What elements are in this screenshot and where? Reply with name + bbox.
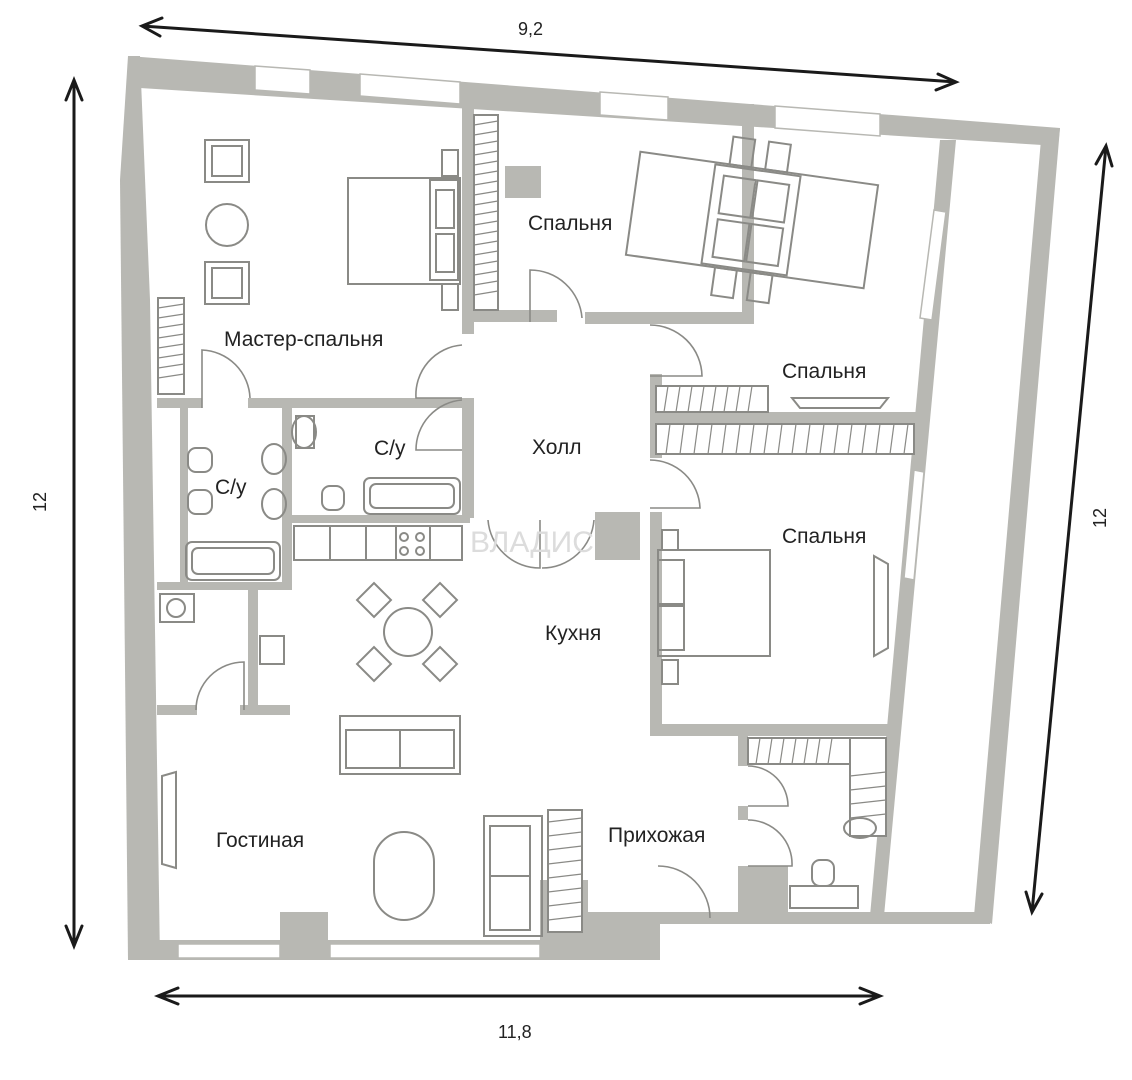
label-kitchen: Кухня: [545, 622, 601, 645]
dimension-left-label: 12: [30, 492, 50, 512]
label-hall: Холл: [532, 436, 582, 459]
label-master-bedroom: Мастер-спальня: [224, 328, 383, 351]
label-bathroom-left: С/у: [215, 476, 247, 499]
dimension-top: 9,2: [138, 16, 960, 92]
label-entrance-hall: Прихожая: [608, 824, 705, 847]
wardrobes: [157, 114, 915, 933]
watermark: ВЛАДИС: [470, 526, 594, 559]
dimension-right-label: 12: [1090, 508, 1110, 528]
doors: [195, 269, 793, 919]
dimension-left: 12: [30, 75, 84, 951]
dimension-bottom-label: 11,8: [498, 1022, 532, 1042]
windows: [177, 65, 947, 959]
label-bathroom-center: С/у: [374, 437, 406, 460]
label-bedroom-top: Спальня: [528, 212, 612, 235]
dimension-bottom: 11,8: [153, 986, 885, 1042]
label-bedroom-right-upper: Спальня: [782, 360, 866, 383]
label-bedroom-right-lower: Спальня: [782, 525, 866, 548]
label-living-room: Гостиная: [216, 829, 304, 852]
dimension-right: 12: [1024, 142, 1114, 916]
room-labels: Мастер-спальня Спальня Спальня Спальня С…: [215, 212, 866, 852]
dimension-top-label: 9,2: [518, 19, 543, 39]
furniture: [159, 135, 891, 937]
